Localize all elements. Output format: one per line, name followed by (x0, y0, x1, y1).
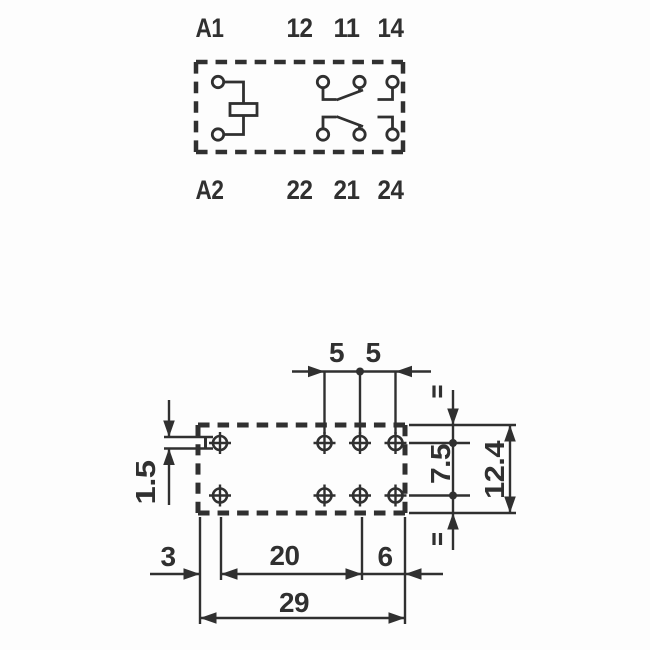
dim-node-dot (356, 367, 364, 376)
label-terminal-11: 11 (334, 13, 360, 43)
dimension-pin-pitch: 5 5 (292, 337, 431, 434)
terminal-11-node (352, 74, 367, 90)
pin-holes (209, 432, 407, 507)
dimension-body-height: 12.4 (479, 425, 516, 513)
label-terminal-22: 22 (287, 175, 313, 205)
label-terminal-a1: A1 (196, 13, 224, 43)
arrow-up-icon (447, 513, 459, 530)
dim-label-pin-to-edge: 6 (377, 541, 392, 572)
dim-label-row-spacing: 7.5 (425, 444, 456, 484)
terminal-a2-node (210, 127, 226, 142)
pin-hole (349, 432, 371, 454)
arrow-left-icon (395, 365, 412, 378)
label-terminal-21: 21 (334, 175, 360, 205)
dimension-pin-positions: 3 20 6 (150, 540, 443, 580)
arrow-left-icon (221, 568, 238, 580)
pin-hole (384, 484, 407, 507)
dim-label-pitch-1: 5 (329, 337, 344, 368)
arrow-up-icon (504, 425, 516, 442)
pin-hole (209, 484, 231, 507)
pin-hole (313, 484, 336, 507)
dim-label-pitch-2: 5 (365, 337, 380, 368)
arrow-left-icon (200, 612, 217, 624)
pin-hole (384, 432, 407, 454)
terminal-14-node (385, 74, 400, 90)
arrow-down-icon (504, 496, 516, 513)
equal-mark-icon (432, 533, 443, 545)
dim-label-body-width: 29 (279, 587, 309, 618)
arrow-right-icon (388, 612, 405, 624)
wiring-schematic: A1 12 11 14 A2 22 21 24 (193, 13, 406, 205)
arrow-down-icon (163, 420, 175, 437)
label-terminal-a2: A2 (196, 175, 224, 205)
dim-node-dot (449, 439, 457, 447)
right-extension-lines (409, 423, 516, 515)
dim-node-dot (449, 491, 457, 500)
dim-lines (164, 400, 213, 505)
pin-hole (209, 432, 231, 454)
equal-mark-icon (432, 385, 443, 398)
pin-hole (313, 432, 336, 454)
terminal-24-node (385, 127, 400, 142)
relay-outline (193, 59, 406, 155)
arrow-right-icon (308, 365, 325, 378)
pin-hole (349, 484, 371, 507)
terminal-a1-node (210, 74, 226, 90)
bottom-extension-lines (198, 517, 407, 624)
contact-wires (321, 87, 394, 129)
coil-symbol (210, 74, 259, 142)
arrow-down-icon (447, 408, 459, 425)
label-terminal-14: 14 (378, 13, 404, 43)
dim-label-pin-size: 1.5 (130, 461, 161, 505)
arrow-right-icon (345, 568, 362, 580)
dimension-row-spacing: 7.5 (425, 385, 459, 550)
coil-wires (223, 80, 245, 136)
dimension-body-width: 29 (200, 587, 405, 624)
label-terminal-24: 24 (378, 175, 404, 205)
dim-label-body-height: 12.4 (479, 440, 510, 499)
arrow-right-icon (183, 568, 200, 580)
dim-label-pin-span: 20 (270, 540, 300, 571)
terminal-22-node (315, 127, 331, 142)
contact-symbols (315, 74, 400, 142)
coil-box (228, 102, 259, 117)
body-outline (195, 422, 408, 516)
dimension-pin-size: 1.5 (130, 400, 213, 505)
terminal-12-node (315, 74, 331, 90)
terminal-21-node (352, 127, 367, 142)
label-terminal-12: 12 (287, 13, 313, 43)
arrow-left-icon (405, 568, 422, 580)
dim-label-edge-to-pin: 3 (160, 541, 175, 572)
pcb-footprint: 5 5 1.5 7.5 (130, 337, 516, 624)
arrow-up-icon (163, 448, 175, 465)
